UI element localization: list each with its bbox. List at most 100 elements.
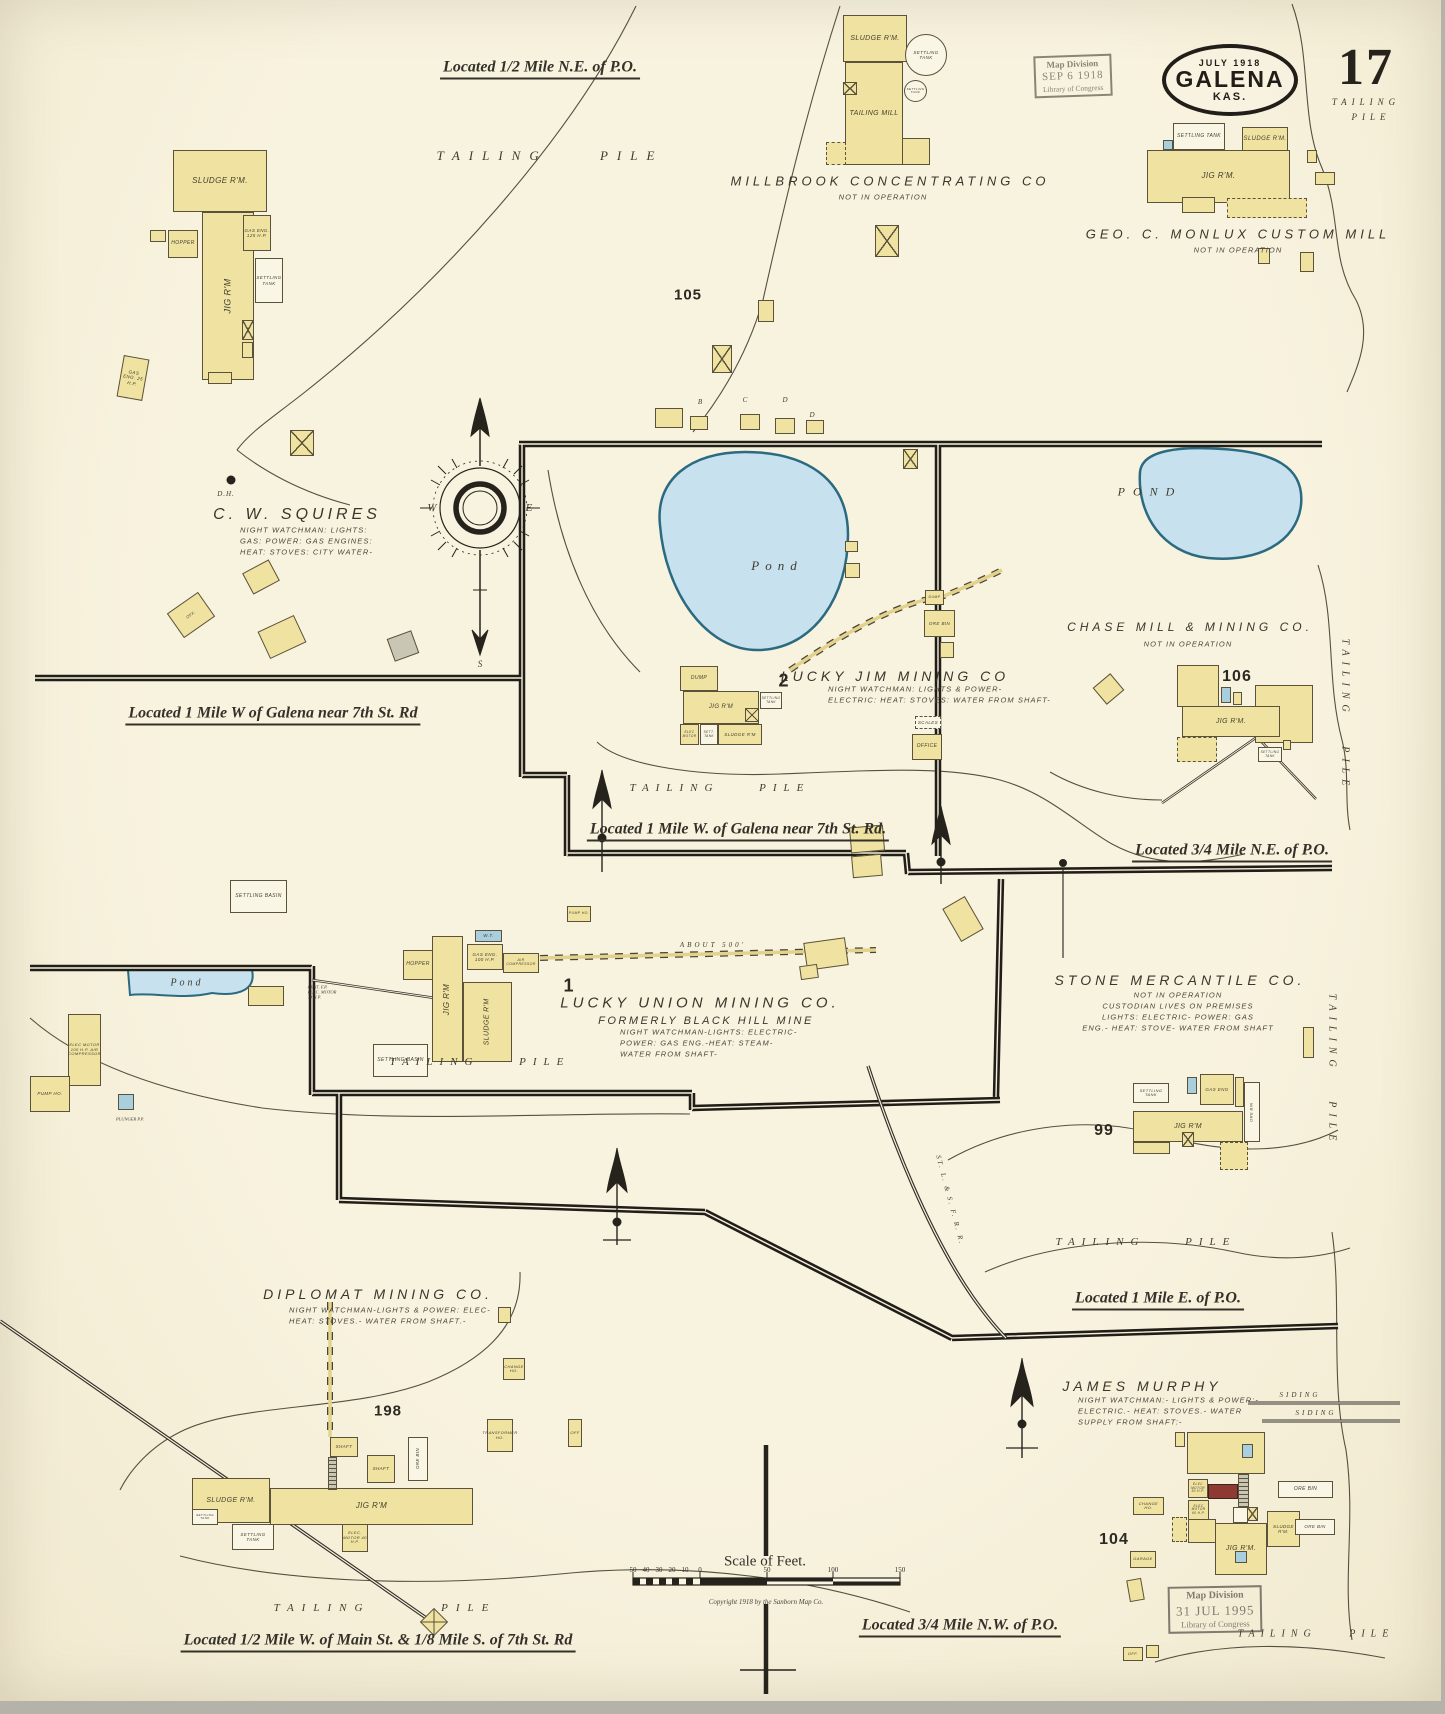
library-stamp-1995: Map Division 31 JUL 1995 Library of Cong… [1167, 1585, 1263, 1635]
building-sludge-r-m: SLUDGE R'M [718, 724, 762, 745]
compass-east-label: E [525, 502, 533, 514]
building [1133, 1142, 1170, 1154]
building-label: JIG R'M. [1201, 171, 1236, 181]
map-label-c: C [742, 396, 748, 404]
map-label-pond: Pond [170, 977, 204, 989]
company-note: NOT IN OPERATION [1193, 245, 1283, 255]
company-name-lucky-union-mining-co: LUCKY UNION MINING CO. [560, 994, 840, 1012]
map-label-s: S [477, 659, 483, 669]
building-label: ELEC MOTOR [682, 729, 697, 738]
building-gas-eng-100-h-p: GAS ENG. 100 H.P. [467, 944, 503, 970]
building-number-106: 106 [1222, 668, 1252, 685]
scale-tick: 100 [827, 1566, 839, 1574]
building-gas-eng: GAS ENG [1200, 1074, 1234, 1105]
company-note: GAS: POWER: GAS ENGINES: [240, 536, 373, 546]
sheet-city: GALENA [1175, 65, 1285, 92]
company-note: HEAT: STOVES: CITY WATER- [240, 547, 373, 557]
building [826, 142, 846, 165]
building-label: SETTLING TANK [913, 49, 939, 60]
building-elec-motor-60-h-p: ELEC MOTOR 60 H.P. [1188, 1500, 1209, 1520]
building [1175, 1432, 1185, 1447]
building-label: OFF. [1127, 1650, 1139, 1656]
building [1182, 1132, 1194, 1147]
building [940, 642, 954, 658]
building [799, 963, 819, 981]
building-settling-basin: SETTLING BASIN [373, 1044, 428, 1077]
map-label-siding: SIDING [1295, 1409, 1337, 1417]
stamp-date: 31 JUL 1995 [1175, 1601, 1255, 1619]
building [775, 418, 795, 434]
building-scales: SCALES [915, 716, 941, 729]
building-label: SETTLING TANK [761, 695, 781, 704]
map-label-tailing-pile: TAILING PILE [629, 782, 811, 794]
building-label: SHAFT [372, 1466, 390, 1472]
building-dump: DUMP [925, 590, 944, 605]
company-note: NIGHT WATCHMAN: LIGHTS & POWER- [828, 684, 1003, 694]
company-note: CUSTODIAN LIVES ON PREMISES [1102, 1001, 1254, 1011]
panel-road-lines [30, 440, 1339, 1342]
building-sludge-r-m: SLUDGE R'M. [843, 15, 907, 62]
railroad-line [0, 735, 1400, 1624]
building-tailing-mill: TAILING MILL [845, 62, 903, 165]
building-label: JIG R'M [442, 983, 452, 1015]
building [242, 320, 254, 340]
building-pump-ho: PUMP HO. [30, 1076, 70, 1112]
building-garage: GARAGE [1130, 1551, 1156, 1568]
company-name-diplomat-mining-co: DIPLOMAT MINING CO. [263, 1286, 493, 1302]
building-number-105: 105 [673, 286, 703, 304]
building-jig-r-m: JIG R'M. [1147, 150, 1290, 203]
company-name-millbrook-concentrating-co: MILLBROOK CONCENTRATING CO [730, 173, 1050, 189]
building [118, 1094, 134, 1110]
building [208, 372, 232, 384]
building [1247, 1507, 1258, 1521]
building-settling-tank: SETTLING TANK [1133, 1083, 1169, 1103]
building-settling-tank: SETTLING TANK [232, 1524, 274, 1550]
north-arrow [592, 769, 1067, 1458]
location-note: Located 1 Mile W. of Galena near 7th St.… [586, 821, 890, 842]
sheet-state: KAS. [1212, 90, 1248, 103]
map-label-about-500: ABOUT 500' [679, 941, 747, 949]
company-note: NIGHT WATCHMAN:- LIGHTS & POWER:- [1078, 1395, 1260, 1405]
building-number-2: 2 [778, 670, 790, 691]
building-ore-bin: ORE BIN [408, 1437, 428, 1481]
building-ore-bin: ORE BIN [1295, 1519, 1335, 1535]
building-elec-motor-40-h-p: ELEC. MOTOR 40 H.P. [342, 1524, 368, 1552]
building-label: SETTLING TANK [1176, 132, 1221, 139]
building-ore-bin: ORE BIN [1278, 1481, 1333, 1498]
map-label-d: D [809, 411, 815, 419]
map-label-d: D [782, 396, 788, 404]
building-dump: DUMP [680, 666, 718, 691]
building-number-1: 1 [563, 975, 575, 996]
building-sludge-r-m: SLUDGE R'M [463, 982, 512, 1062]
map-label-cent-f-p-elec-motor-70-h-p: CENT. F.P. ELEC. MOTOR 70 H.P. [307, 984, 337, 1000]
building-label: GAS ENG. 25 H.P. [122, 369, 144, 387]
building-change-ho: CHANGE HO. [503, 1358, 525, 1380]
building [740, 414, 760, 430]
scale-title: Scale of Feet. [723, 1553, 807, 1570]
building-label: SLUDGE R'M. [192, 175, 248, 185]
building [845, 563, 860, 578]
building-sludge-r-m: SLUDGE R'M. [173, 150, 267, 212]
map-label-tailing: TAILING [1331, 97, 1401, 107]
building [290, 430, 314, 456]
building-office: OFFICE [912, 734, 942, 760]
building-label: SETTLING BASIN [235, 892, 282, 899]
building-label: AIR COMPRESSOR [506, 958, 536, 966]
building [712, 345, 732, 373]
building-number-99: 99 [1094, 1122, 1114, 1139]
building [1235, 1551, 1247, 1563]
building-label: OFFICE [916, 743, 938, 750]
building [1177, 665, 1219, 707]
building-label: ORE BIN [1293, 1485, 1318, 1492]
building-elec-motor-100-h-p-air-compressor: ELEC MOTOR 100 H.P. AIR COMPRESSOR [68, 1014, 101, 1086]
building-settling-tank: SETTLING TANK [760, 692, 782, 709]
building-label: PUMP HO. [37, 1091, 63, 1097]
building-label: ELEC MOTOR 30 H.P. [1191, 1482, 1205, 1494]
building-label: ORE BIN [1248, 1102, 1254, 1122]
building-ore-bin: ORE BIN [1244, 1082, 1260, 1142]
company-name-geo-c-monlux-custom-mill: GEO. C. MONLUX CUSTOM MILL [1085, 226, 1391, 242]
building [902, 138, 930, 165]
company-name-c-w-squires: C. W. SQUIRES [213, 506, 381, 523]
building-label: SETTLING TANK [1139, 1087, 1163, 1097]
location-note: Located 1 Mile E. of P.O. [1072, 1290, 1244, 1311]
